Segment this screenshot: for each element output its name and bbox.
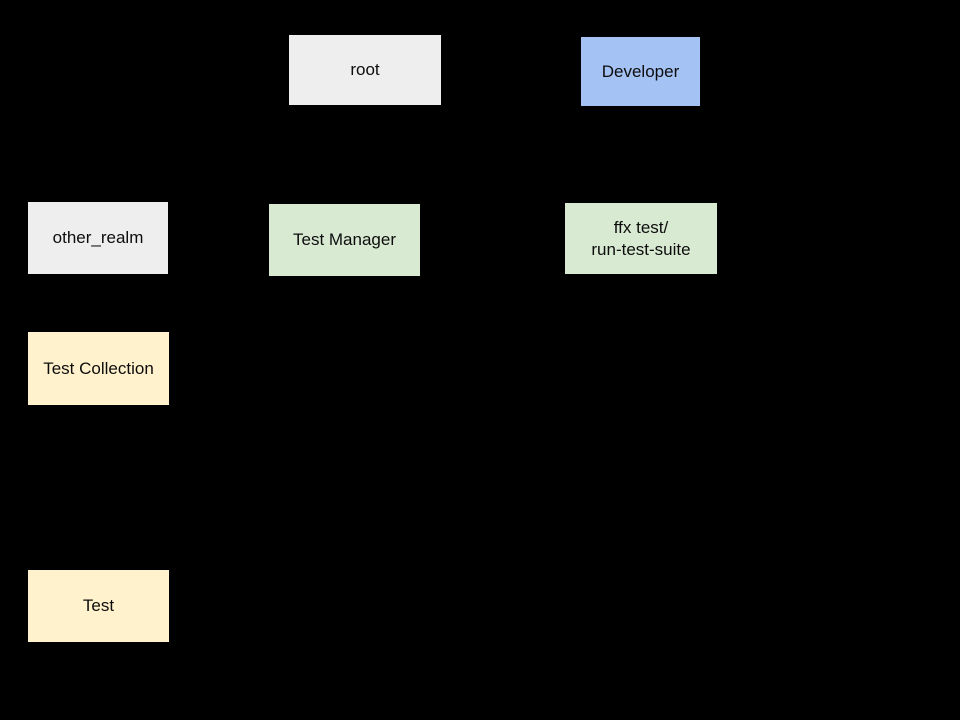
node-ffx-run-test-suite: ffx test/ run-test-suite [565,203,717,274]
node-test-manager-label: Test Manager [293,230,396,249]
node-developer-label: Developer [601,61,680,81]
node-other-realm: other_realm [28,202,168,274]
node-other-realm-label: other_realm [52,228,144,247]
node-developer: Developer [581,37,700,106]
node-root: root [289,35,441,105]
node-test-collection-label: Test Collection [43,358,154,378]
node-test-label: Test [82,596,115,615]
node-test-collection: Test Collection [28,332,169,405]
node-root-label: root [350,60,380,79]
node-ffx-run-test-suite-label: ffx test/ run-test-suite [591,217,691,259]
node-test-manager: Test Manager [269,204,420,276]
node-test: Test [28,570,169,642]
